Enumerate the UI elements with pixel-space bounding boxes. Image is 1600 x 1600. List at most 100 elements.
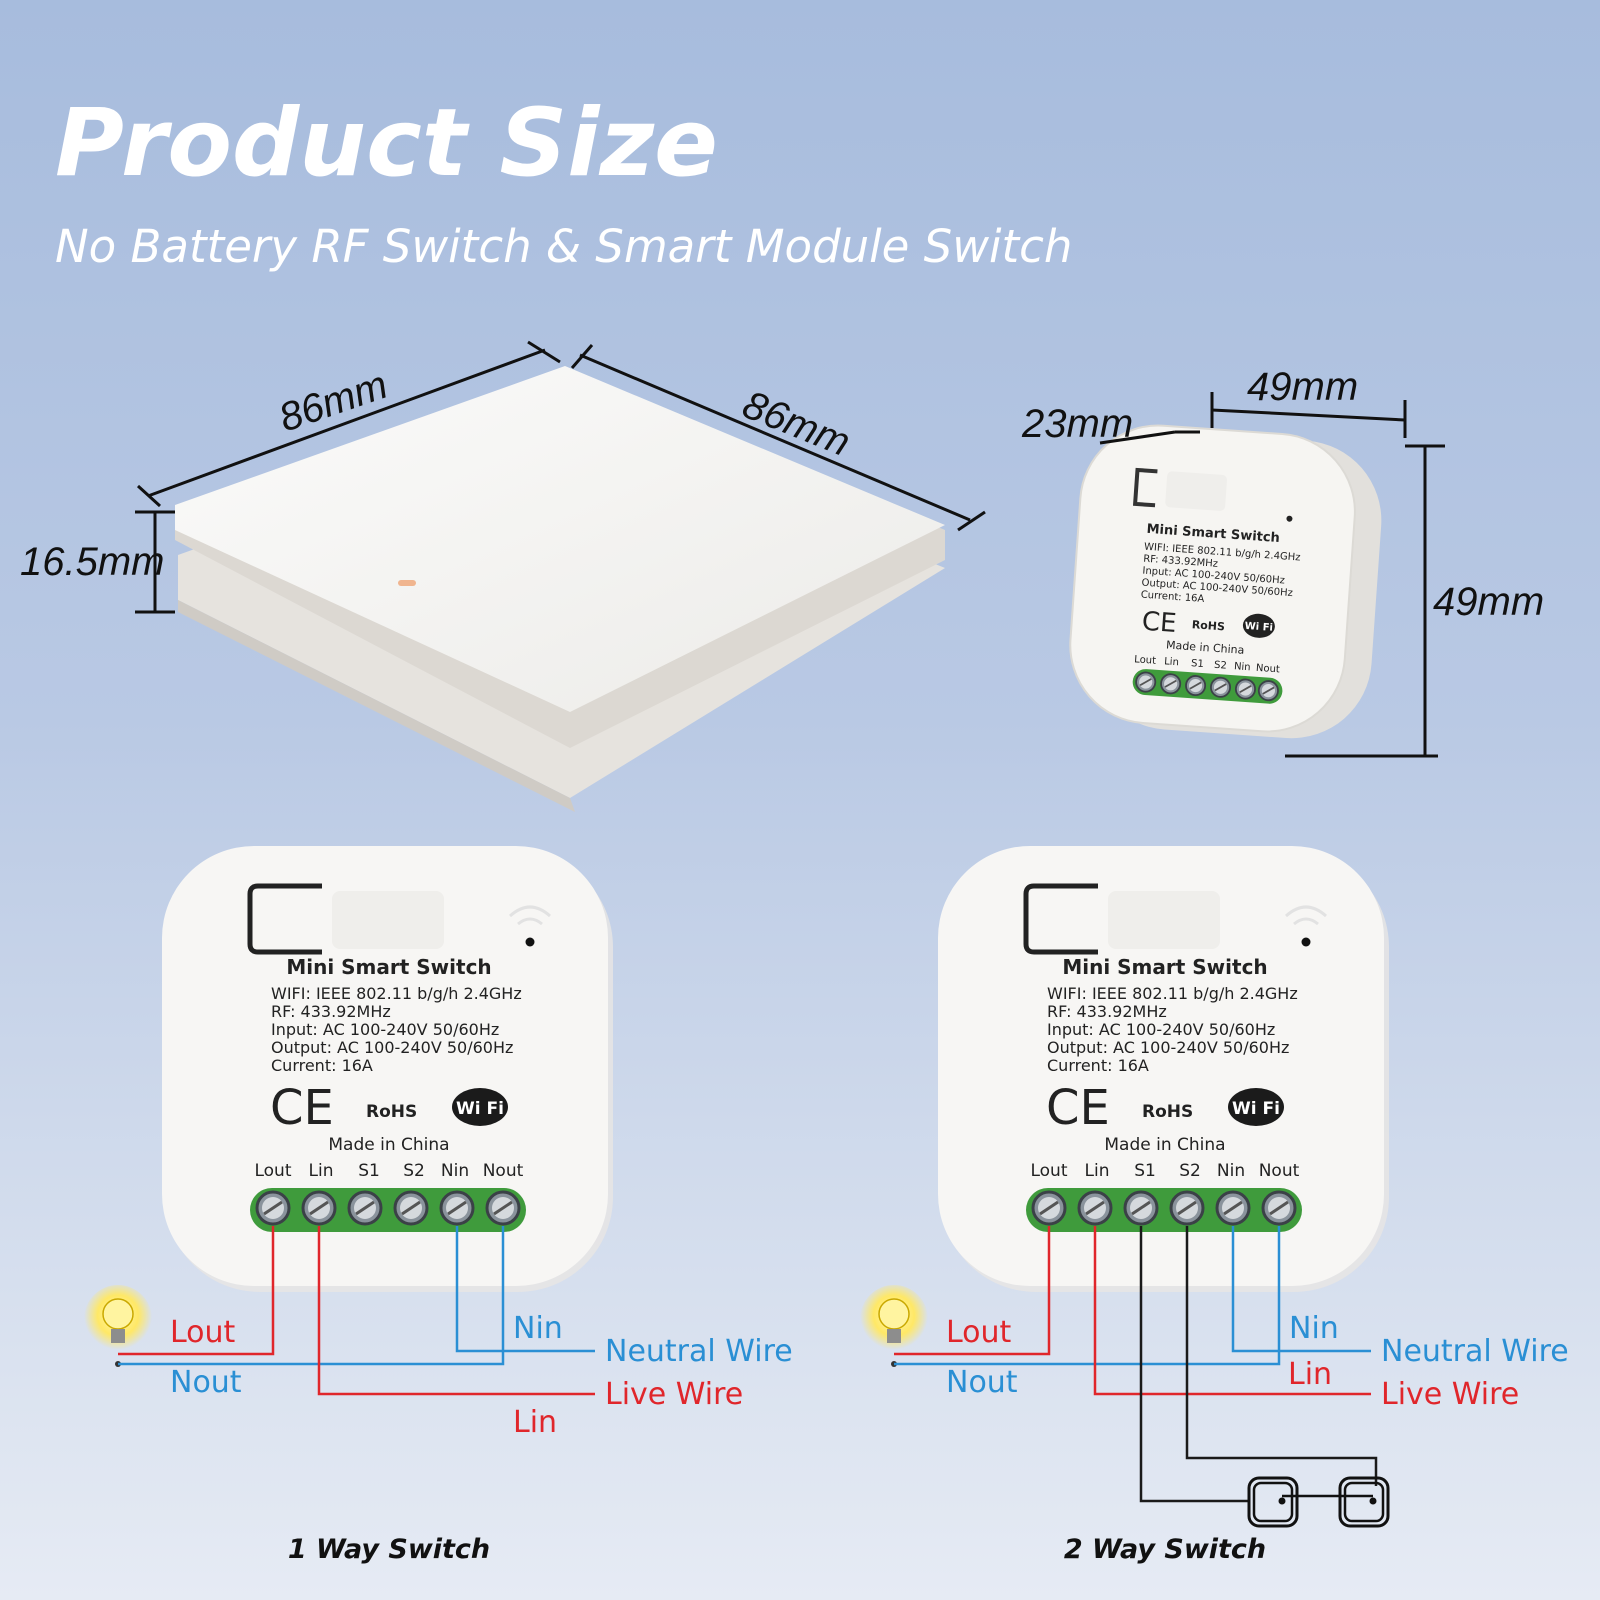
terminal-label-nin: Nin bbox=[1217, 1161, 1245, 1181]
one-way-wiring-diagram: Mini Smart Switch WIFI: IEEE 802.11 b/g/… bbox=[84, 846, 793, 1565]
terminal-label: Nout bbox=[1256, 663, 1281, 676]
terminal-label: Lout bbox=[1134, 654, 1157, 666]
wifi-logo-icon bbox=[452, 1088, 508, 1126]
neutral-wire-label: Neutral Wire bbox=[1381, 1334, 1569, 1369]
s2-wire bbox=[1185, 1226, 1378, 1486]
spec-current: Current: 16A bbox=[271, 1056, 373, 1075]
terminal-label-s2: S2 bbox=[1179, 1161, 1201, 1181]
nin-wire bbox=[1231, 1226, 1371, 1353]
spec-wifi: WIFI: IEEE 802.11 b/g/h 2.4GHz bbox=[271, 984, 522, 1003]
wifi-logo-text: Wi Fi bbox=[456, 1099, 504, 1119]
terminal-label-nout: Nout bbox=[1259, 1161, 1300, 1181]
lout-wire bbox=[118, 1226, 275, 1356]
lin-wire-label: Lin bbox=[1288, 1357, 1332, 1392]
terminal-labels: Lout Lin S1 S2 Nin Nout bbox=[1030, 1161, 1299, 1181]
rf-switch-panel bbox=[175, 366, 945, 812]
nout-wire bbox=[894, 1226, 1281, 1366]
s1-wire bbox=[1139, 1226, 1249, 1503]
wifi-logo-icon bbox=[1228, 1088, 1284, 1126]
reset-button-area bbox=[332, 891, 444, 949]
terminal-label-lin: Lin bbox=[1085, 1161, 1110, 1181]
small-module-rf: RF: 433.92MHz bbox=[1143, 554, 1218, 570]
origin-label: Made in China bbox=[1104, 1135, 1225, 1155]
terminal-label-s2: S2 bbox=[403, 1161, 425, 1181]
led-indicator bbox=[398, 580, 416, 586]
spec-input: Input: AC 100-240V 50/60Hz bbox=[1047, 1020, 1275, 1039]
spec-output: Output: AC 100-240V 50/60Hz bbox=[271, 1038, 513, 1057]
nout-wire bbox=[118, 1226, 505, 1366]
rf-dimension-lines bbox=[135, 340, 986, 614]
diagram-caption: 2 Way Switch bbox=[1064, 1534, 1266, 1565]
terminal-label-s1: S1 bbox=[1134, 1161, 1156, 1181]
module-side-view: Mini Smart Switch WIFI: IEEE 802.11 b/g/… bbox=[1069, 424, 1382, 739]
module-name: Mini Smart Switch bbox=[1062, 955, 1267, 979]
terminal-label: Lin bbox=[1164, 656, 1179, 668]
module-depth-label: 23mm bbox=[1021, 402, 1133, 446]
small-module-current: Current: 16A bbox=[1140, 590, 1204, 605]
module-body bbox=[938, 846, 1384, 1286]
lin-wire-label: Lin bbox=[513, 1405, 557, 1440]
spec-wifi: WIFI: IEEE 802.11 b/g/h 2.4GHz bbox=[1047, 984, 1298, 1003]
spec-rf: RF: 433.92MHz bbox=[271, 1002, 391, 1021]
small-terminal-labels: Lout Lin S1 S2 Nin Nout bbox=[1134, 654, 1280, 675]
spec-rf: RF: 433.92MHz bbox=[1047, 1002, 1167, 1021]
rohs-mark: RoHS bbox=[366, 1102, 417, 1122]
module-dimension-lines bbox=[1099, 392, 1445, 758]
module-height-label: 49mm bbox=[1433, 580, 1544, 624]
terminal-label-nin: Nin bbox=[441, 1161, 469, 1181]
terminal-label: S1 bbox=[1191, 658, 1204, 670]
rohs-mark: RoHS bbox=[1142, 1102, 1193, 1122]
two-way-switch-2-icon bbox=[1338, 1476, 1390, 1528]
spec-input: Input: AC 100-240V 50/60Hz bbox=[271, 1020, 499, 1039]
light-bulb-icon bbox=[860, 1285, 928, 1367]
terminal-block bbox=[250, 1188, 526, 1232]
wifi-signal-icon bbox=[1284, 905, 1328, 926]
wifi-signal-icon bbox=[508, 905, 552, 926]
ce-mark: CE bbox=[1046, 1080, 1110, 1136]
neutral-wire-label: Neutral Wire bbox=[605, 1334, 793, 1369]
terminal-block bbox=[1026, 1188, 1302, 1232]
lin-wire bbox=[1093, 1226, 1371, 1396]
lout-wire-label: Lout bbox=[170, 1315, 236, 1350]
terminal-label-lout: Lout bbox=[1030, 1161, 1067, 1181]
ce-mark: CE bbox=[270, 1080, 334, 1136]
live-wire-label: Live Wire bbox=[1381, 1377, 1519, 1412]
small-rohs-mark: RoHS bbox=[1191, 618, 1225, 633]
lout-wire bbox=[894, 1226, 1051, 1356]
nin-wire-label: Nin bbox=[1289, 1311, 1339, 1346]
page-title: Product Size bbox=[55, 89, 718, 198]
small-origin: Made in China bbox=[1166, 638, 1245, 656]
status-indicator-bracket bbox=[1023, 883, 1098, 955]
nout-wire-label: Nout bbox=[946, 1365, 1018, 1400]
terminal-label-s1: S1 bbox=[358, 1161, 380, 1181]
spec-output: Output: AC 100-240V 50/60Hz bbox=[1047, 1038, 1289, 1057]
indicator-dot bbox=[525, 937, 535, 947]
nin-wire-label: Nin bbox=[513, 1311, 563, 1346]
terminal-label-lin: Lin bbox=[309, 1161, 334, 1181]
module-width-label: 49mm bbox=[1247, 365, 1358, 409]
module-name: Mini Smart Switch bbox=[286, 955, 491, 979]
live-wire-label: Live Wire bbox=[605, 1377, 743, 1412]
lout-wire-label: Lout bbox=[946, 1315, 1012, 1350]
rf-height-label: 16.5mm bbox=[20, 540, 165, 584]
spec-current: Current: 16A bbox=[1047, 1056, 1149, 1075]
light-bulb-icon bbox=[84, 1285, 152, 1367]
terminal-label: Nin bbox=[1234, 661, 1251, 673]
two-way-switch-1-icon bbox=[1247, 1476, 1299, 1528]
nout-wire-label: Nout bbox=[170, 1365, 242, 1400]
reset-button-area bbox=[1108, 891, 1220, 949]
small-ce-mark: CE bbox=[1141, 607, 1178, 639]
diagram-caption: 1 Way Switch bbox=[288, 1534, 490, 1565]
terminal-label: S2 bbox=[1214, 660, 1227, 672]
small-wifi-logo-icon bbox=[1242, 613, 1275, 638]
status-indicator-bracket bbox=[247, 883, 322, 955]
two-way-wiring-diagram: Mini Smart Switch WIFI: IEEE 802.11 b/g/… bbox=[860, 846, 1569, 1565]
lin-wire bbox=[317, 1226, 595, 1396]
indicator-dot bbox=[1301, 937, 1311, 947]
module-body bbox=[162, 846, 608, 1286]
terminal-labels: Lout Lin S1 S2 Nin Nout bbox=[254, 1161, 523, 1181]
terminal-label-nout: Nout bbox=[483, 1161, 524, 1181]
small-wifi-logo-text: Wi Fi bbox=[1244, 621, 1273, 634]
nin-wire bbox=[455, 1226, 595, 1353]
